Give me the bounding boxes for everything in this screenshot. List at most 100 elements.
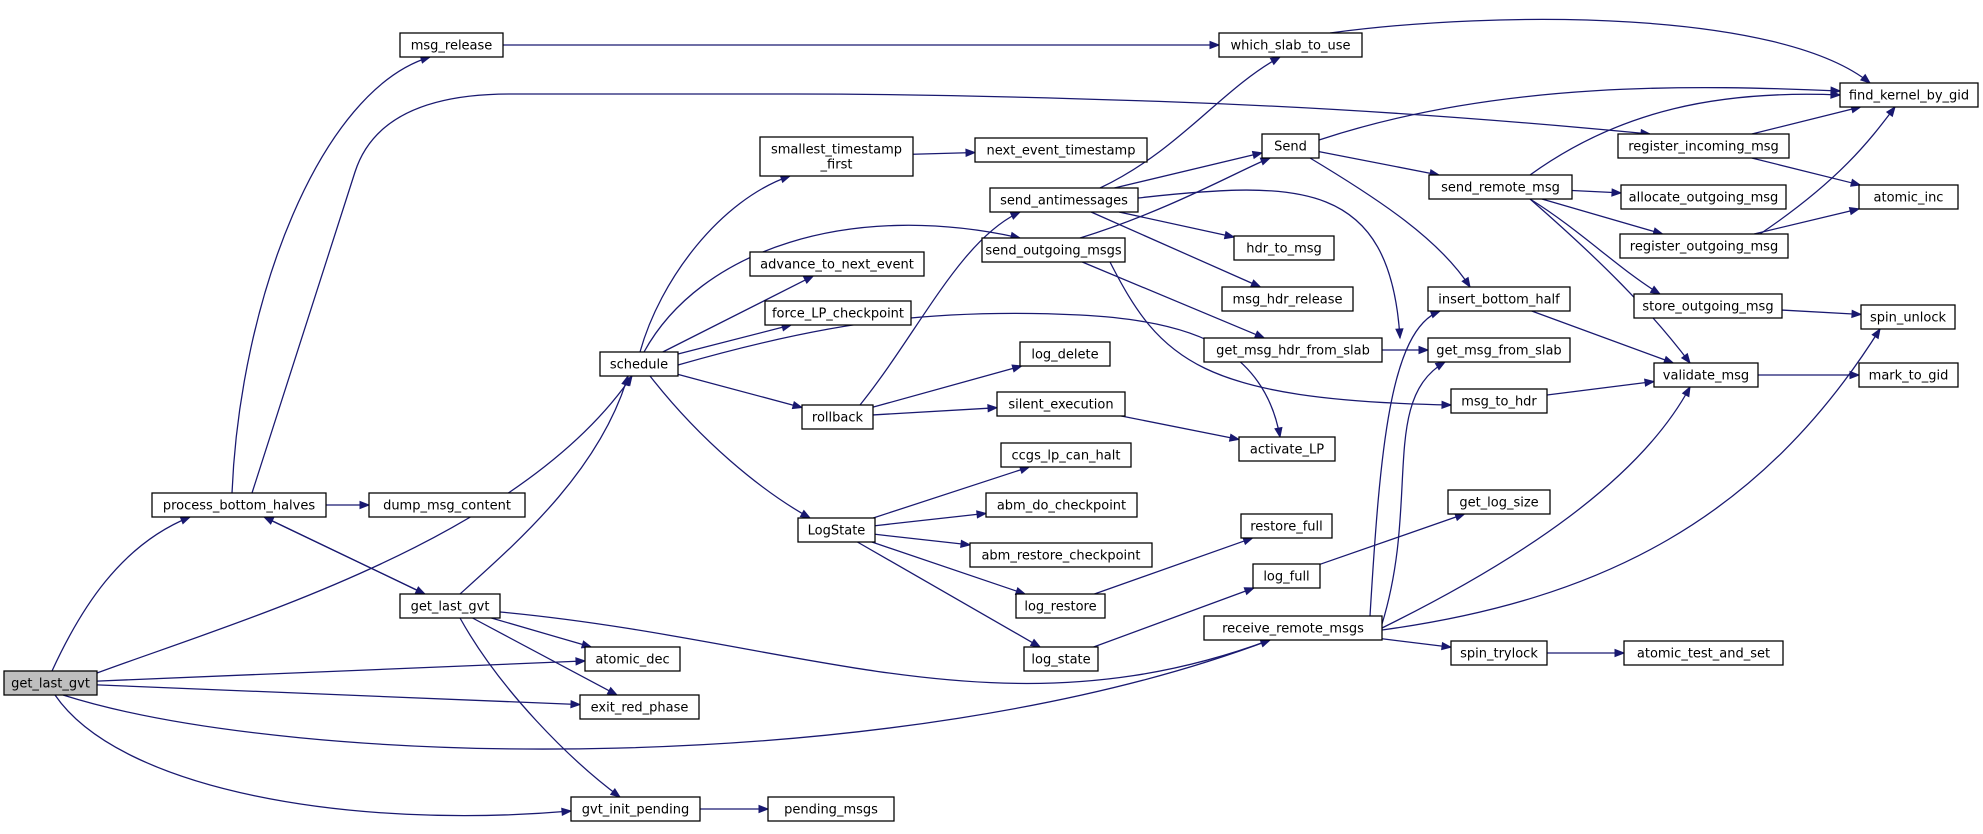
node-send-remote-msg[interactable]: send_remote_msg	[1428, 174, 1573, 200]
node-label: gvt_init_pending	[582, 803, 689, 818]
node-pending-msgs[interactable]: pending_msgs	[767, 796, 895, 822]
node-box	[1221, 286, 1354, 312]
arrowhead-root-to-process_bottom_halves	[179, 516, 192, 525]
node-get-last-gvt-2[interactable]: get_last_gvt	[399, 593, 501, 619]
edge-receive_remote_msgs-to-get_msg_from_slab	[1381, 361, 1446, 625]
node-activate-LP[interactable]: activate_LP	[1238, 436, 1336, 462]
node-get-msg-from-slab[interactable]: get_msg_from_slab	[1427, 337, 1571, 363]
node-box	[974, 137, 1148, 163]
node-register-incoming-msg[interactable]: register_incoming_msg	[1617, 133, 1790, 159]
edge-schedule-to-advance_to_next_event	[662, 279, 807, 353]
edge-which_slab_to_use-to-find_kernel_by_gid	[1329, 18, 1871, 84]
node-mark-to-gid[interactable]: mark_to_gid	[1858, 362, 1959, 388]
node-box	[801, 404, 874, 430]
node-log-full[interactable]: log_full	[1252, 563, 1321, 589]
node-exit-red-phase[interactable]: exit_red_phase	[579, 694, 700, 720]
edge-rollback-to-silent_execution	[872, 407, 990, 416]
arrowhead-send_antimessages-to-which_slab_to_use	[1269, 56, 1282, 66]
node-log-state[interactable]: log_state	[1023, 646, 1099, 672]
edge-schedule-to-send_outgoing_msgs	[643, 224, 1021, 353]
node-label: process_bottom_halves	[163, 499, 315, 514]
node-box	[767, 796, 895, 822]
node-label: advance_to_next_event	[760, 258, 914, 273]
node-send-antimessages[interactable]: send_antimessages	[989, 187, 1139, 213]
node-msg-to-hdr[interactable]: msg_to_hdr	[1450, 388, 1548, 414]
node-spin-unlock[interactable]: spin_unlock	[1860, 304, 1956, 330]
arrowhead-register_incoming_msg-to-atomic_inc	[1850, 178, 1862, 187]
node-advance-to-next-event[interactable]: advance_to_next_event	[749, 251, 925, 277]
node-receive-remote-msgs[interactable]: receive_remote_msgs	[1203, 615, 1383, 641]
arrowhead-get_last_gvt_2-to-receive_remote_msgs	[1259, 639, 1272, 648]
node-box	[996, 391, 1126, 417]
node-root[interactable]: get_last_gvt	[3, 670, 98, 696]
node-label: msg_to_hdr	[1461, 395, 1537, 410]
edge-get_last_gvt_2-to-gvt_init_pending	[459, 617, 621, 798]
node-restore-full[interactable]: restore_full	[1240, 513, 1333, 539]
node-label: get_msg_hdr_from_slab	[1216, 344, 1370, 359]
node-box	[570, 796, 701, 822]
arrowhead-LogState-to-abm_restore_checkpoint	[960, 539, 972, 549]
node-atomic-dec[interactable]: atomic_dec	[584, 646, 681, 672]
node-get-log-size[interactable]: get_log_size	[1447, 489, 1551, 515]
node-label: hdr_to_msg	[1246, 242, 1322, 257]
node-send-outgoing-msgs[interactable]: send_outgoing_msgs	[981, 237, 1126, 263]
arrowhead-log_state-to-log_full	[1243, 587, 1256, 596]
node-atomic-inc[interactable]: atomic_inc	[1858, 184, 1959, 210]
node-abm-do-checkpoint[interactable]: abm_do_checkpoint	[985, 492, 1138, 518]
node-label: get_msg_from_slab	[1436, 344, 1561, 359]
node-register-outgoing-msg[interactable]: register_outgoing_msg	[1619, 233, 1789, 259]
node-label: log_state	[1031, 653, 1090, 668]
arrowhead-silent_execution-to-activate_LP	[1228, 433, 1241, 442]
node-box	[1858, 362, 1959, 388]
node-silent-execution[interactable]: silent_execution	[996, 391, 1126, 417]
node-log-delete[interactable]: log_delete	[1019, 341, 1111, 367]
node-store-outgoing-msg[interactable]: store_outgoing_msg	[1633, 293, 1783, 319]
arrowhead-root-to-atomic_dec	[575, 657, 587, 666]
node-atomic-test-and-set[interactable]: atomic_test_and_set	[1623, 640, 1784, 666]
edge-root-to-gvt_init_pending	[54, 694, 572, 817]
edge-register_incoming_msg-to-find_kernel_by_gid	[1751, 108, 1854, 135]
node-abm-restore-checkpoint[interactable]: abm_restore_checkpoint	[969, 542, 1153, 568]
edge-smallest_timestamp_first-to-next_event_timestamp	[912, 152, 968, 155]
arrowhead-rollback-to-log_delete	[1011, 364, 1023, 373]
node-label: _first	[820, 158, 853, 173]
edge-schedule-to-activate_LP	[677, 312, 1281, 438]
node-label: Send	[1274, 140, 1307, 155]
node-Send[interactable]: Send	[1261, 133, 1320, 159]
node-validate-msg[interactable]: validate_msg	[1653, 362, 1759, 388]
node-box	[1620, 184, 1787, 210]
node-get-msg-hdr-from-slab[interactable]: get_msg_hdr_from_slab	[1203, 337, 1383, 363]
edge-insert_bottom_half-to-validate_msg	[1531, 310, 1667, 361]
node-schedule[interactable]: schedule	[599, 351, 679, 377]
node-LogState[interactable]: LogState	[797, 517, 876, 543]
node-log-restore[interactable]: log_restore	[1015, 593, 1106, 619]
node-gvt-init-pending[interactable]: gvt_init_pending	[570, 796, 701, 822]
node-find-kernel-by-gid[interactable]: find_kernel_by_gid	[1839, 82, 1979, 108]
node-msg-hdr-release[interactable]: msg_hdr_release	[1221, 286, 1354, 312]
node-hdr-to-msg[interactable]: hdr_to_msg	[1233, 235, 1335, 261]
node-box	[1450, 388, 1548, 414]
arrowhead-process_bottom_halves-to-dump_msg_content	[359, 500, 371, 510]
node-rollback[interactable]: rollback	[801, 404, 874, 430]
node-force-LP-checkpoint[interactable]: force_LP_checkpoint	[764, 300, 912, 326]
node-smallest-timestamp-first[interactable]: smallest_timestamp_first	[759, 136, 914, 177]
node-label: which_slab_to_use	[1230, 39, 1350, 54]
node-process-bottom-halves[interactable]: process_bottom_halves	[151, 492, 327, 518]
node-label: send_remote_msg	[1441, 181, 1560, 196]
edge-silent_execution-to-activate_LP	[1121, 415, 1232, 439]
node-box	[1427, 337, 1571, 363]
node-box	[368, 492, 526, 518]
node-which-slab-to-use[interactable]: which_slab_to_use	[1218, 32, 1363, 58]
node-dump-msg-content[interactable]: dump_msg_content	[368, 492, 526, 518]
node-msg-release[interactable]: msg_release	[399, 32, 504, 58]
node-next-event-timestamp[interactable]: next_event_timestamp	[974, 137, 1148, 163]
node-box	[1240, 513, 1333, 539]
node-label: exit_red_phase	[591, 701, 689, 716]
node-ccgs-lp-can-halt[interactable]: ccgs_lp_can_halt	[1000, 442, 1132, 468]
arrowhead-store_outgoing_msg-to-spin_unlock	[1851, 309, 1863, 319]
node-box	[1619, 233, 1789, 259]
arrowhead-send_antimessages-to-get_msg_from_slab	[1395, 328, 1404, 340]
node-allocate-outgoing-msg[interactable]: allocate_outgoing_msg	[1620, 184, 1787, 210]
node-spin-trylock[interactable]: spin_trylock	[1450, 640, 1548, 666]
node-insert-bottom-half[interactable]: insert_bottom_half	[1427, 286, 1571, 312]
